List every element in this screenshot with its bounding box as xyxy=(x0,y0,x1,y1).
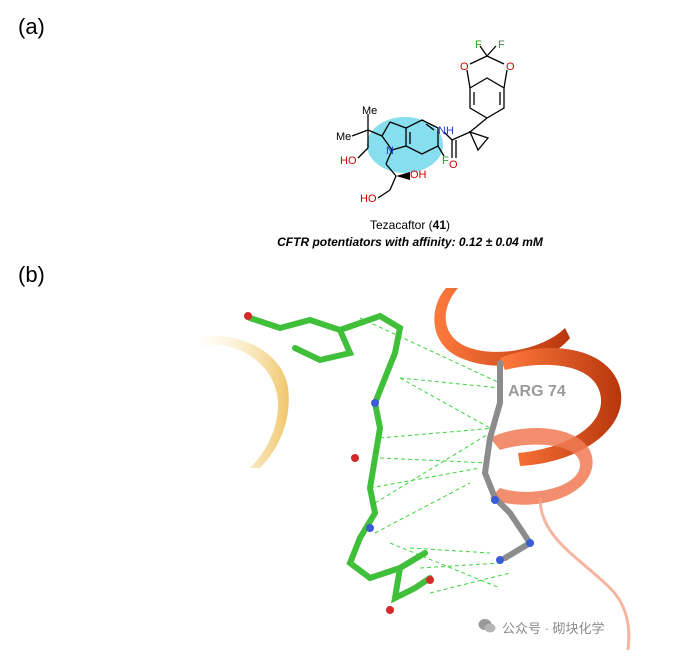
helix-ribbon-3 xyxy=(490,428,593,505)
atom-me2: Me xyxy=(336,131,351,143)
compound-name: Tezacaftor ( xyxy=(369,218,433,232)
nitrogen-atoms xyxy=(366,399,534,564)
affinity-caption: CFTR potentiators with affinity: 0.12 ± … xyxy=(277,235,543,249)
atom-nh: NH xyxy=(438,125,454,137)
highlight-ellipse xyxy=(367,117,443,173)
wechat-icon xyxy=(478,618,496,637)
atom-f2: F xyxy=(498,40,505,51)
compound-close: ) xyxy=(446,218,451,232)
atom-ho1: HO xyxy=(340,155,357,167)
watermark-text: 公众号 · 砌块化学 xyxy=(502,621,605,636)
atom-o1: O xyxy=(460,61,469,73)
atom-oh: OH xyxy=(410,169,427,181)
compound-number: 41 xyxy=(432,218,447,232)
atom-ho2: HO xyxy=(360,193,377,205)
contact-lines xyxy=(359,317,511,594)
helix-ribbon-2 xyxy=(500,348,622,466)
atom-me1: Me xyxy=(362,105,377,117)
oxygen-atoms xyxy=(244,312,434,614)
residue-label: ARG 74 xyxy=(508,383,566,400)
tezacaftor-structure: F F O O NH O Me Me N F HO OH HO xyxy=(336,40,515,205)
panel-b-label: (b) xyxy=(18,262,45,287)
atom-n-ring: N xyxy=(386,145,394,157)
compound-caption: Tezacaftor (41) xyxy=(70,218,680,232)
panel-a-label: (a) xyxy=(18,14,45,39)
yellow-ribbon xyxy=(200,335,289,468)
atom-f1: F xyxy=(475,40,482,51)
tail-ribbon xyxy=(538,497,631,650)
ligand-sticks xyxy=(247,312,433,604)
docking-figure: ARG 74 xyxy=(200,288,631,650)
arginine-sticks xyxy=(481,360,535,561)
atom-f-ring: F xyxy=(442,155,449,167)
watermark: 公众号 · 砌块化学 xyxy=(478,618,605,637)
atom-o2: O xyxy=(506,61,515,73)
helix-ribbon-1 xyxy=(434,288,570,366)
atom-o-amide: O xyxy=(449,159,458,171)
